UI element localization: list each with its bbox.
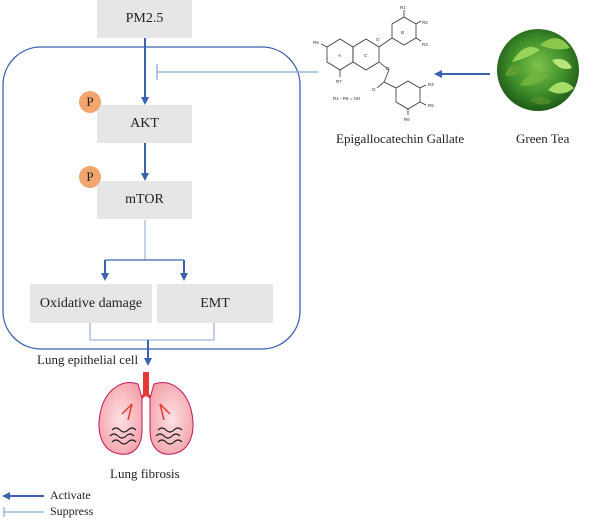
legend-glyphs (2, 492, 44, 517)
green-tea-label: Green Tea (516, 131, 570, 146)
svg-text:C: C (364, 53, 368, 58)
lung-epithelial-cell-label: Lung epithelial cell (37, 352, 139, 367)
oxidative-damage-node: Oxidative damage (30, 284, 152, 323)
egcg-label: Epigallocatechin Gallate (336, 131, 465, 146)
svg-text:R4: R4 (428, 82, 434, 87)
legend-suppress-label: Suppress (50, 504, 94, 518)
svg-text:R1 - R8 = OH: R1 - R8 = OH (333, 96, 360, 101)
svg-text:R8: R8 (313, 40, 319, 45)
suppress-line-egcg (156, 64, 318, 80)
svg-text:A: A (338, 53, 341, 58)
emt-node: EMT (157, 284, 273, 323)
phospho-mtor-badge: P (79, 166, 101, 188)
svg-text:R1: R1 (400, 5, 406, 10)
lung-fibrosis-label: Lung fibrosis (110, 466, 180, 481)
split-connector (101, 220, 188, 281)
svg-text:O: O (376, 37, 380, 42)
svg-text:B: B (401, 30, 404, 35)
svg-text:R5: R5 (428, 103, 434, 108)
green-tea-image (497, 29, 579, 111)
svg-text:O: O (386, 66, 390, 71)
lungs-image (98, 372, 194, 455)
svg-text:R2: R2 (422, 20, 428, 25)
legend-activate-label: Activate (50, 488, 91, 502)
pm25-node: PM2.5 (97, 0, 192, 38)
svg-text:R6: R6 (404, 117, 410, 122)
egcg-molecule (320, 10, 427, 115)
mtor-node: mTOR (97, 181, 192, 219)
svg-text:O: O (372, 87, 376, 92)
akt-node: AKT (97, 105, 192, 143)
egcg-labels: R1 R2 R3 R4 R5 R6 R7 R8 A C B O O O R1 -… (313, 5, 434, 122)
phospho-akt-badge: P (79, 91, 101, 113)
svg-text:R3: R3 (422, 42, 428, 47)
merge-connector (89, 323, 215, 366)
cell-membrane (2, 46, 301, 350)
svg-text:R7: R7 (336, 79, 342, 84)
